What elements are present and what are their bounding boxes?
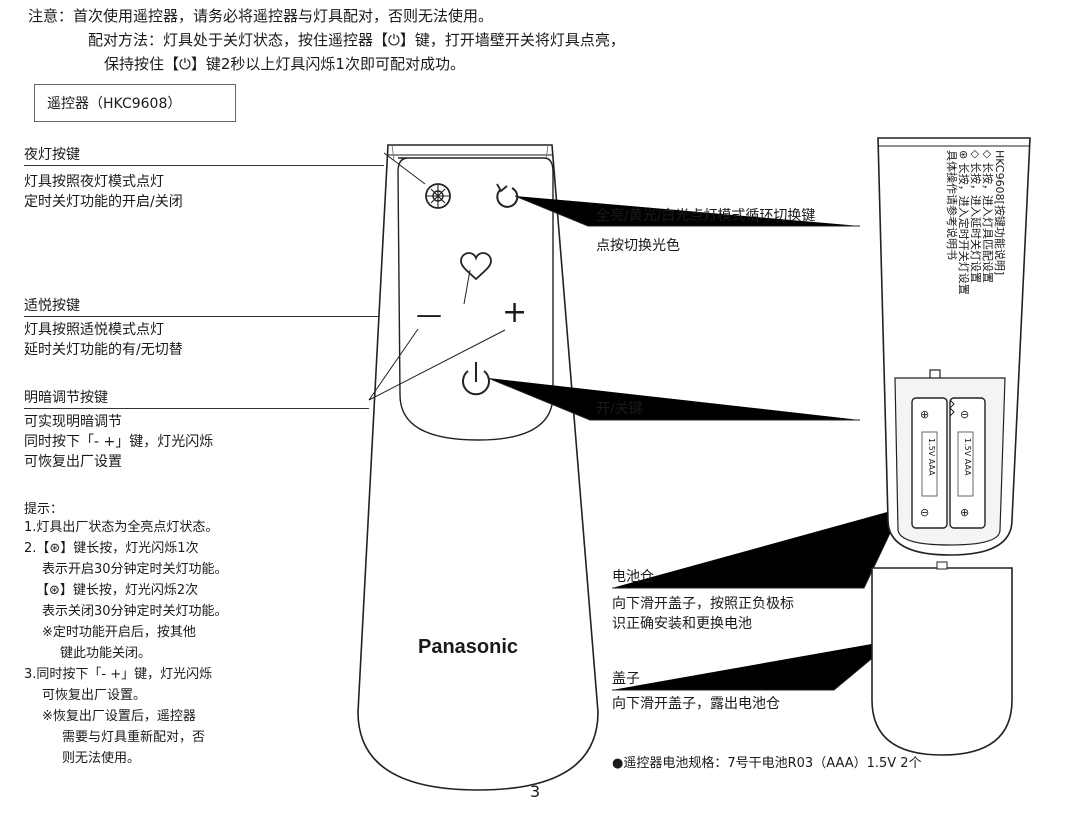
tips-line: ※定时功能开启后，按其他 xyxy=(42,625,196,640)
cover-title: 盖子 xyxy=(612,671,640,687)
battery-compartment-desc-2: 识正确安装和更换电池 xyxy=(612,616,752,632)
leader-dimming xyxy=(368,328,506,401)
cover-notch xyxy=(936,561,948,570)
cycle-icon xyxy=(496,183,519,208)
battery-spec: ●遥控器电池规格：7号干电池R03（AAA）1.5V 2个 xyxy=(612,756,922,771)
cover-desc: 向下滑开盖子，露出电池仓 xyxy=(612,696,780,712)
night-key-desc-1: 灯具按照夜灯模式点灯 xyxy=(24,174,164,190)
night-key-desc-2: 定时关灯功能的开启/关闭 xyxy=(24,194,183,210)
power-key-title: 开/关键 xyxy=(596,401,643,417)
remote-top-bevel xyxy=(391,144,549,161)
battery-minus-mark: ⊖ xyxy=(920,506,930,519)
dimming-key-desc-3: 可恢复出厂设置 xyxy=(24,454,122,470)
back-label: HKC9608[按键功能说明] ◇ 长按，进入灯具匹配设置 ◇ 长按，进入延时关… xyxy=(905,150,1006,350)
cycle-key-title: 全亮/黄光/白光点灯模式循环切换键 xyxy=(596,208,816,224)
back-label-line: 具体操作请参考说明书 xyxy=(945,150,958,260)
notice-line-2: 配对方法：灯具处于关灯状态，按住遥控器【⏻】键，打开墙壁开关将灯具点亮， xyxy=(88,31,625,49)
battery-1-label xyxy=(921,431,938,497)
brand-logo: Panasonic xyxy=(418,636,519,658)
button-panel xyxy=(397,157,554,441)
battery-cell-text: 1.5V AAA xyxy=(927,438,936,476)
battery-plus-mark: ⊕ xyxy=(960,506,970,519)
comfort-key-title: 适悦按键 xyxy=(24,296,464,317)
tips-line: 键此功能关闭。 xyxy=(60,646,152,661)
tips-line: 表示关闭30分钟定时关灯功能。 xyxy=(42,604,228,619)
comfort-key-desc-1: 灯具按照适悦模式点灯 xyxy=(24,322,164,338)
tips-line: 3.同时按下「- +」键，灯光闪烁 xyxy=(24,667,213,682)
tips-line: 可恢复出厂设置。 xyxy=(42,688,147,703)
leader-night xyxy=(383,152,426,185)
spring xyxy=(949,399,955,417)
leader-battery xyxy=(612,507,903,589)
back-label-line: ◇ 长按，进入灯具匹配设置 xyxy=(981,150,994,283)
night-key-title: 夜灯按键 xyxy=(24,145,384,166)
plus-button[interactable]: + xyxy=(502,295,528,330)
tips-line: 需要与灯具重新配对，否 xyxy=(62,730,206,745)
tips-line: 1.灯具出厂状态为全亮点灯状态。 xyxy=(24,520,219,535)
model-label-box: 遥控器（HKC9608） xyxy=(34,84,236,122)
battery-cell-text: 1.5V AAA xyxy=(963,438,972,476)
battery-compartment-desc-1: 向下滑开盖子，按照正负极标 xyxy=(612,596,794,612)
tips-line: 表示开启30分钟定时关灯功能。 xyxy=(42,562,228,577)
leader-comfort xyxy=(463,269,471,305)
dimming-key-title: 明暗调节按键 xyxy=(24,388,369,409)
night-light-icon xyxy=(425,183,451,209)
dimming-key-desc-2: 同时按下「- +」键，灯光闪烁 xyxy=(24,434,214,450)
battery-plus-mark: ⊕ xyxy=(920,408,930,421)
leader-power xyxy=(487,377,860,421)
back-label-line: HKC9608[按键功能说明] xyxy=(993,150,1006,276)
tips-line: ※恢复出厂设置后，遥控器 xyxy=(42,709,196,724)
page-number: 3 xyxy=(530,782,541,801)
cycle-key-desc: 点按切换光色 xyxy=(596,238,680,254)
tips-line: 【⊛】键长按，灯光闪烁2次 xyxy=(36,583,199,598)
battery-compartment-title: 电池仓 xyxy=(612,569,654,585)
comfort-key-desc-2: 延时关灯功能的有/无切替 xyxy=(24,342,183,358)
battery-minus-mark: ⊖ xyxy=(960,408,970,421)
back-label-line: ◇ 长按，进入延时关灯设置 xyxy=(969,150,982,283)
back-label-line: ⊛ 长按，进入定时开关灯设置 xyxy=(957,150,970,295)
battery-2-label xyxy=(957,431,974,497)
notice-line-3: 保持按住【⏻】键2秒以上灯具闪烁1次即可配对成功。 xyxy=(104,55,465,73)
leader-cycle xyxy=(514,195,860,227)
model-label: 遥控器（HKC9608） xyxy=(47,96,182,112)
heart-icon xyxy=(460,252,492,281)
tips-title: 提示： xyxy=(24,502,64,517)
dimming-key-desc-1: 可实现明暗调节 xyxy=(24,414,122,430)
notice-line-1: 注意：首次使用遥控器，请务必将遥控器与灯具配对，否则无法使用。 xyxy=(28,7,494,25)
tips-line: 2.【⊛】键长按，灯光闪烁1次 xyxy=(24,541,199,556)
leader-cover xyxy=(612,639,895,691)
tips-line: 则无法使用。 xyxy=(62,751,141,766)
battery-cover xyxy=(871,567,1013,756)
minus-button[interactable]: — xyxy=(416,300,442,330)
battery-2 xyxy=(949,397,986,529)
battery-1 xyxy=(911,397,948,529)
